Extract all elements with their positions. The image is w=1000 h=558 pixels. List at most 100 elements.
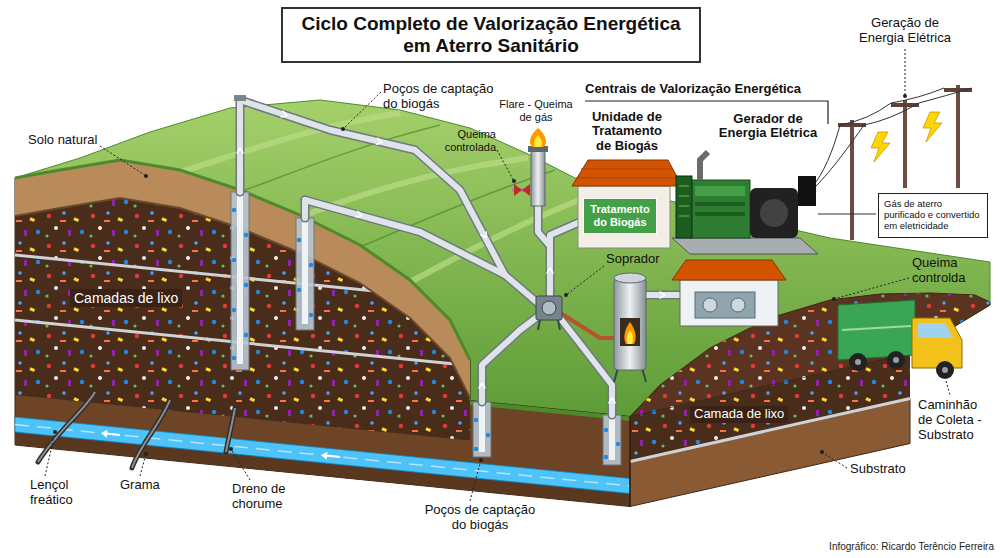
- treatment-building: [572, 160, 682, 186]
- generator: [679, 186, 689, 187]
- blower-label: Soprador: [606, 252, 659, 267]
- layer-label: Camadas de lixo: [70, 289, 182, 307]
- leader-line: [45, 432, 55, 476]
- biogas-well: [231, 192, 621, 465]
- flare-stack: [531, 150, 545, 206]
- blower: [558, 320, 560, 330]
- garbage-truck: [842, 326, 911, 330]
- generator: [690, 180, 750, 238]
- leader-line: [140, 454, 146, 476]
- landfill-section: [15, 160, 630, 507]
- treatment-building: [572, 160, 682, 248]
- treatment-building: [578, 186, 670, 248]
- biogas-well: [603, 415, 621, 465]
- generator: [760, 199, 788, 227]
- burner-vessel: [620, 318, 640, 346]
- landfill-section: [15, 417, 630, 494]
- box-text: Tratamento do Biogás: [588, 203, 652, 228]
- leader-line: [566, 266, 604, 295]
- biogas-well: [232, 356, 236, 360]
- shed: [731, 298, 745, 312]
- blower: [536, 296, 562, 320]
- power-line: [919, 88, 972, 103]
- generator-label: Gerador de Energia Elétrica: [716, 112, 820, 141]
- biogas-pipe: [240, 100, 540, 305]
- sign-box: Tratamento do Biogás: [583, 198, 657, 234]
- biogas-pipe: [550, 222, 580, 305]
- biogas-pipe: [356, 211, 362, 218]
- garbage-truck: [855, 359, 861, 365]
- generator: [672, 238, 818, 254]
- biogas-well: [309, 313, 313, 317]
- biogas-pipe: [237, 148, 243, 153]
- flare-stack: [534, 135, 542, 147]
- leachate-drain: [38, 392, 95, 462]
- biogas-well: [232, 308, 236, 312]
- biogas-pipe: [550, 222, 580, 305]
- biogas-pipe: [240, 100, 540, 305]
- power-line: [923, 112, 942, 142]
- biogas-well: [302, 218, 308, 324]
- blower: [536, 296, 562, 330]
- well-label: Poços de captação do biogás: [383, 82, 501, 112]
- garbage-truck: [893, 357, 899, 363]
- burner-vessel: [624, 322, 635, 344]
- landfill-section: [15, 425, 630, 487]
- biogas-well: [616, 442, 620, 446]
- grass-label: Grama: [120, 478, 160, 493]
- shed: [695, 292, 755, 318]
- leader-line: [905, 49, 906, 96]
- landfill-section: [101, 429, 108, 438]
- biogas-pipe: [234, 95, 680, 415]
- building-label: Unidade de Tratamento de Biogás: [588, 110, 666, 153]
- leachate-drain: [132, 400, 170, 468]
- garbage-truck: [936, 361, 954, 379]
- biogas-pipe: [237, 111, 665, 403]
- biogas-well: [296, 218, 314, 330]
- landfill-section: [15, 160, 470, 441]
- generator: [679, 196, 689, 197]
- blower: [542, 301, 556, 315]
- waste-pile: [629, 417, 630, 507]
- leader-line: [834, 278, 909, 299]
- biogas-well: [604, 428, 608, 432]
- biogas-pipe: [646, 291, 680, 300]
- leader-line: [820, 450, 824, 454]
- leader-line: [903, 94, 907, 98]
- biogas-well: [244, 283, 248, 287]
- leader-line: [45, 49, 950, 501]
- generator: [695, 202, 745, 206]
- layer-label: Substrato: [850, 462, 906, 477]
- leader-line: [229, 447, 233, 451]
- leader-line: [53, 94, 907, 462]
- treatment-building: [581, 169, 673, 170]
- group-heading: Centrais de Valorização Energética: [585, 82, 801, 97]
- biogas-pipe: [562, 314, 616, 338]
- leader-line: [231, 449, 250, 480]
- generator: [679, 206, 689, 207]
- biogas-well: [479, 402, 485, 452]
- power-line: [871, 132, 890, 162]
- burner-vessel: [614, 273, 646, 283]
- leader-line: [470, 460, 481, 501]
- truck-label: Caminhão de Coleta - Substrato: [918, 398, 994, 443]
- drain-label: Dreno de chorume: [232, 482, 304, 512]
- generator: [676, 176, 692, 238]
- garbage-truck: [918, 323, 953, 338]
- landfill-section: [101, 429, 121, 439]
- biogas-well: [309, 263, 313, 267]
- leader-line: [144, 174, 148, 178]
- garbage-truck: [838, 300, 962, 379]
- burner-vessel: [627, 330, 633, 344]
- biogas-pipe: [560, 318, 612, 415]
- generator: [672, 152, 818, 254]
- burner-vessel: [614, 278, 646, 370]
- flare-label: Flare - Queima de gás: [498, 98, 574, 123]
- biogas-pipe: [609, 398, 615, 403]
- leader-line: [144, 452, 148, 456]
- biogas-well: [244, 233, 248, 237]
- generator: [679, 216, 689, 217]
- leader-line: [822, 452, 847, 468]
- shed: [703, 298, 717, 312]
- power-line: [944, 88, 972, 92]
